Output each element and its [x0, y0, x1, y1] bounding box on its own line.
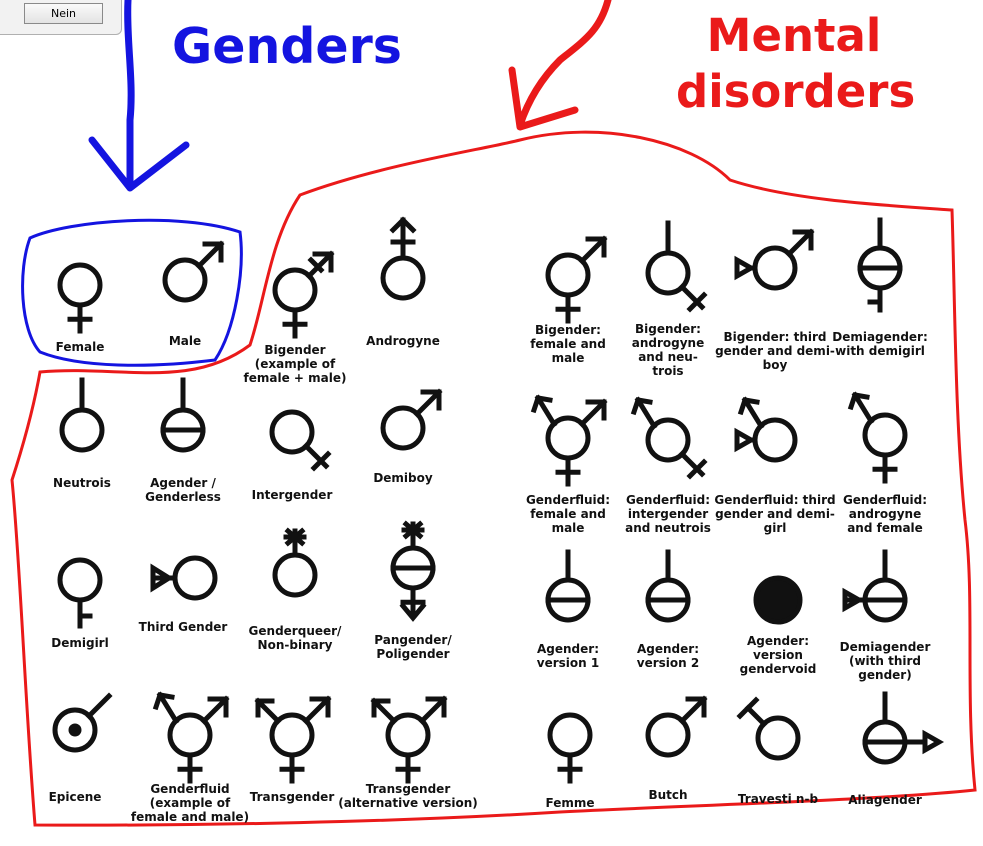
demiagender-demigirl-icon [857, 217, 903, 313]
femme-icon [547, 712, 593, 784]
symbol-label: Agender: version 2 [636, 642, 700, 670]
genderfluid-icon [152, 691, 230, 784]
symbol-label: Genderfluid: female and male [525, 493, 611, 535]
butch-icon [645, 695, 708, 758]
symbol-label: Agender: version gendervoid [739, 634, 817, 676]
demiboy-icon [380, 388, 443, 451]
symbol-label: Femme [545, 796, 595, 810]
symbol-label: Aliagender [848, 793, 922, 807]
genders-heading: Genders [172, 18, 402, 75]
symbol-label: Genderfluid: intergender and neutrois [625, 493, 711, 535]
third-gender-icon [150, 555, 218, 601]
epicene-icon [52, 692, 113, 753]
symbol-label: Demiboy [373, 471, 433, 485]
bigender-androgyne-neutrois-icon [645, 220, 708, 313]
symbol-label: Agender: version 1 [536, 642, 600, 670]
symbol-label: Female [55, 340, 105, 354]
symbol-label: Genderfluid: third gender and demi- girl [714, 493, 836, 535]
genderqueer-icon [272, 527, 318, 598]
genderfluid-female-male-icon [530, 394, 608, 487]
symbol-label: Genderfluid (example of female and male) [130, 782, 250, 824]
red-arrow-icon [508, 0, 612, 131]
travesti-icon [736, 696, 801, 761]
symbol-label: Neutrois [53, 476, 111, 490]
red-disorders-outline [10, 130, 977, 827]
symbol-label: Bigender: third gender and demi- boy [715, 330, 835, 372]
symbol-label: Transgender [249, 790, 335, 804]
agender-icon [160, 377, 206, 453]
symbol-label: Genderfluid: androgyne and female [842, 493, 928, 535]
transgender-alt-icon [370, 695, 448, 784]
symbol-label: Intergender [251, 488, 333, 502]
symbol-label: Androgyne [366, 334, 440, 348]
symbol-label: Transgender (alternative version) [338, 782, 478, 810]
symbol-label: Genderqueer/ Non-binary [248, 624, 342, 652]
intergender-icon [269, 409, 332, 472]
genderfluid-intergender-neutrois-icon [630, 396, 708, 480]
symbol-label: Pangender/ Poligender [374, 633, 452, 661]
genderfluid-third-demigirl-icon [734, 396, 798, 463]
blue-genders-outline [21, 218, 243, 367]
symbol-label: Butch [648, 788, 688, 802]
symbol-label: Demiagender (with third gender) [839, 640, 931, 682]
symbol-label: Epicene [48, 790, 102, 804]
neutrois-icon [59, 377, 105, 453]
gendervoid-icon [753, 575, 803, 625]
male-icon [162, 240, 225, 303]
aliagender-icon [862, 691, 945, 765]
symbol-label: Demiagender: with demigirl [832, 330, 928, 358]
demigirl-icon [57, 557, 103, 629]
symbol-label: Bigender: female and male [530, 323, 606, 365]
genderfluid-androgyne-female-icon [847, 391, 908, 484]
blue-arrow-icon [88, 0, 190, 192]
no-button[interactable]: Nein [24, 3, 103, 24]
symbol-label: Demigirl [51, 636, 109, 650]
symbol-label: Travesti n-b [737, 792, 819, 806]
bigender-icon [272, 250, 335, 339]
symbol-label: Agender / Genderless [145, 476, 221, 504]
symbol-label: Third Gender [138, 620, 228, 634]
androgyne-icon [380, 216, 426, 301]
pangender-icon [390, 520, 436, 622]
transgender-icon [254, 695, 332, 784]
symbol-label: Bigender: androgyne and neu- trois [631, 322, 705, 378]
symbol-label: Male [168, 334, 202, 348]
female-icon [57, 262, 103, 334]
agender-v1-icon [545, 549, 591, 623]
bigender-third-demiboy-icon [734, 228, 815, 291]
demiagender-third-icon [842, 549, 908, 623]
symbol-label: Bigender (example of female + male) [243, 343, 347, 385]
agender-v2-icon [645, 549, 691, 623]
bigender-female-male-icon [545, 235, 608, 324]
